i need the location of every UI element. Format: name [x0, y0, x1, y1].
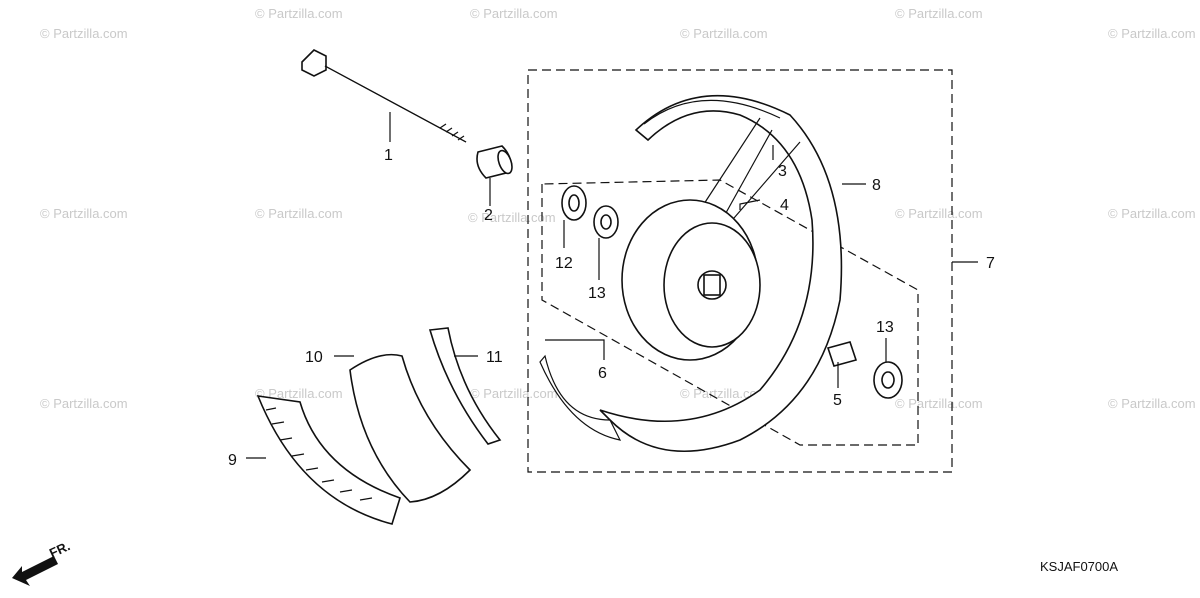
watermark: © Partzilla.com — [40, 396, 128, 411]
watermark: © Partzilla.com — [255, 6, 343, 21]
watermark: © Partzilla.com — [895, 206, 983, 221]
callouts: 1 2 3 4 5 6 7 8 9 10 11 12 13 13 — [228, 147, 995, 469]
callout-1: 1 — [384, 147, 393, 164]
callout-3: 3 — [778, 163, 787, 180]
callout-9: 9 — [228, 452, 237, 469]
watermark: © Partzilla.com — [1108, 206, 1196, 221]
watermark: © Partzilla.com — [470, 386, 558, 401]
callout-7: 7 — [986, 255, 995, 272]
watermark: © Partzilla.com — [470, 6, 558, 21]
callout-12: 12 — [555, 255, 573, 272]
watermark-layer: © Partzilla.com © Partzilla.com © Partzi… — [40, 6, 1196, 411]
callout-10: 10 — [305, 349, 323, 366]
distance-collar — [826, 341, 858, 367]
watermark: © Partzilla.com — [895, 396, 983, 411]
bearing-right — [873, 361, 903, 399]
tube — [349, 353, 472, 503]
bearing-center — [593, 205, 619, 239]
watermark: © Partzilla.com — [468, 210, 556, 225]
watermark: © Partzilla.com — [40, 26, 128, 41]
callout-11: 11 — [486, 349, 503, 366]
callout-8: 8 — [872, 177, 881, 194]
watermark: © Partzilla.com — [895, 6, 983, 21]
callout-4: 4 — [780, 197, 789, 214]
front-direction-arrow: FR. — [12, 538, 72, 586]
watermark: © Partzilla.com — [255, 206, 343, 221]
spokes — [699, 117, 801, 221]
hub — [621, 199, 761, 361]
axle-bolt — [301, 49, 467, 143]
leader-lines — [246, 112, 978, 459]
wheel-assembly-box — [527, 69, 953, 473]
bearing-left — [561, 185, 587, 221]
watermark: © Partzilla.com — [1108, 396, 1196, 411]
tire — [256, 395, 401, 525]
callout-6: 6 — [598, 365, 607, 382]
direction-label: FR. — [47, 538, 72, 560]
arrow-icon — [12, 556, 58, 586]
diagram-code: KSJAF0700A — [1040, 559, 1118, 574]
watermark: © Partzilla.com — [255, 386, 343, 401]
watermark: © Partzilla.com — [680, 26, 768, 41]
rim-band — [428, 327, 502, 445]
callout-5: 5 — [833, 392, 842, 409]
watermark: © Partzilla.com — [1108, 26, 1196, 41]
callout-2: 2 — [484, 207, 493, 224]
watermark: © Partzilla.com — [40, 206, 128, 221]
axle-collar — [476, 145, 513, 179]
rim — [539, 94, 843, 453]
callout-13-left: 13 — [588, 285, 606, 302]
callout-13-right: 13 — [876, 319, 894, 336]
